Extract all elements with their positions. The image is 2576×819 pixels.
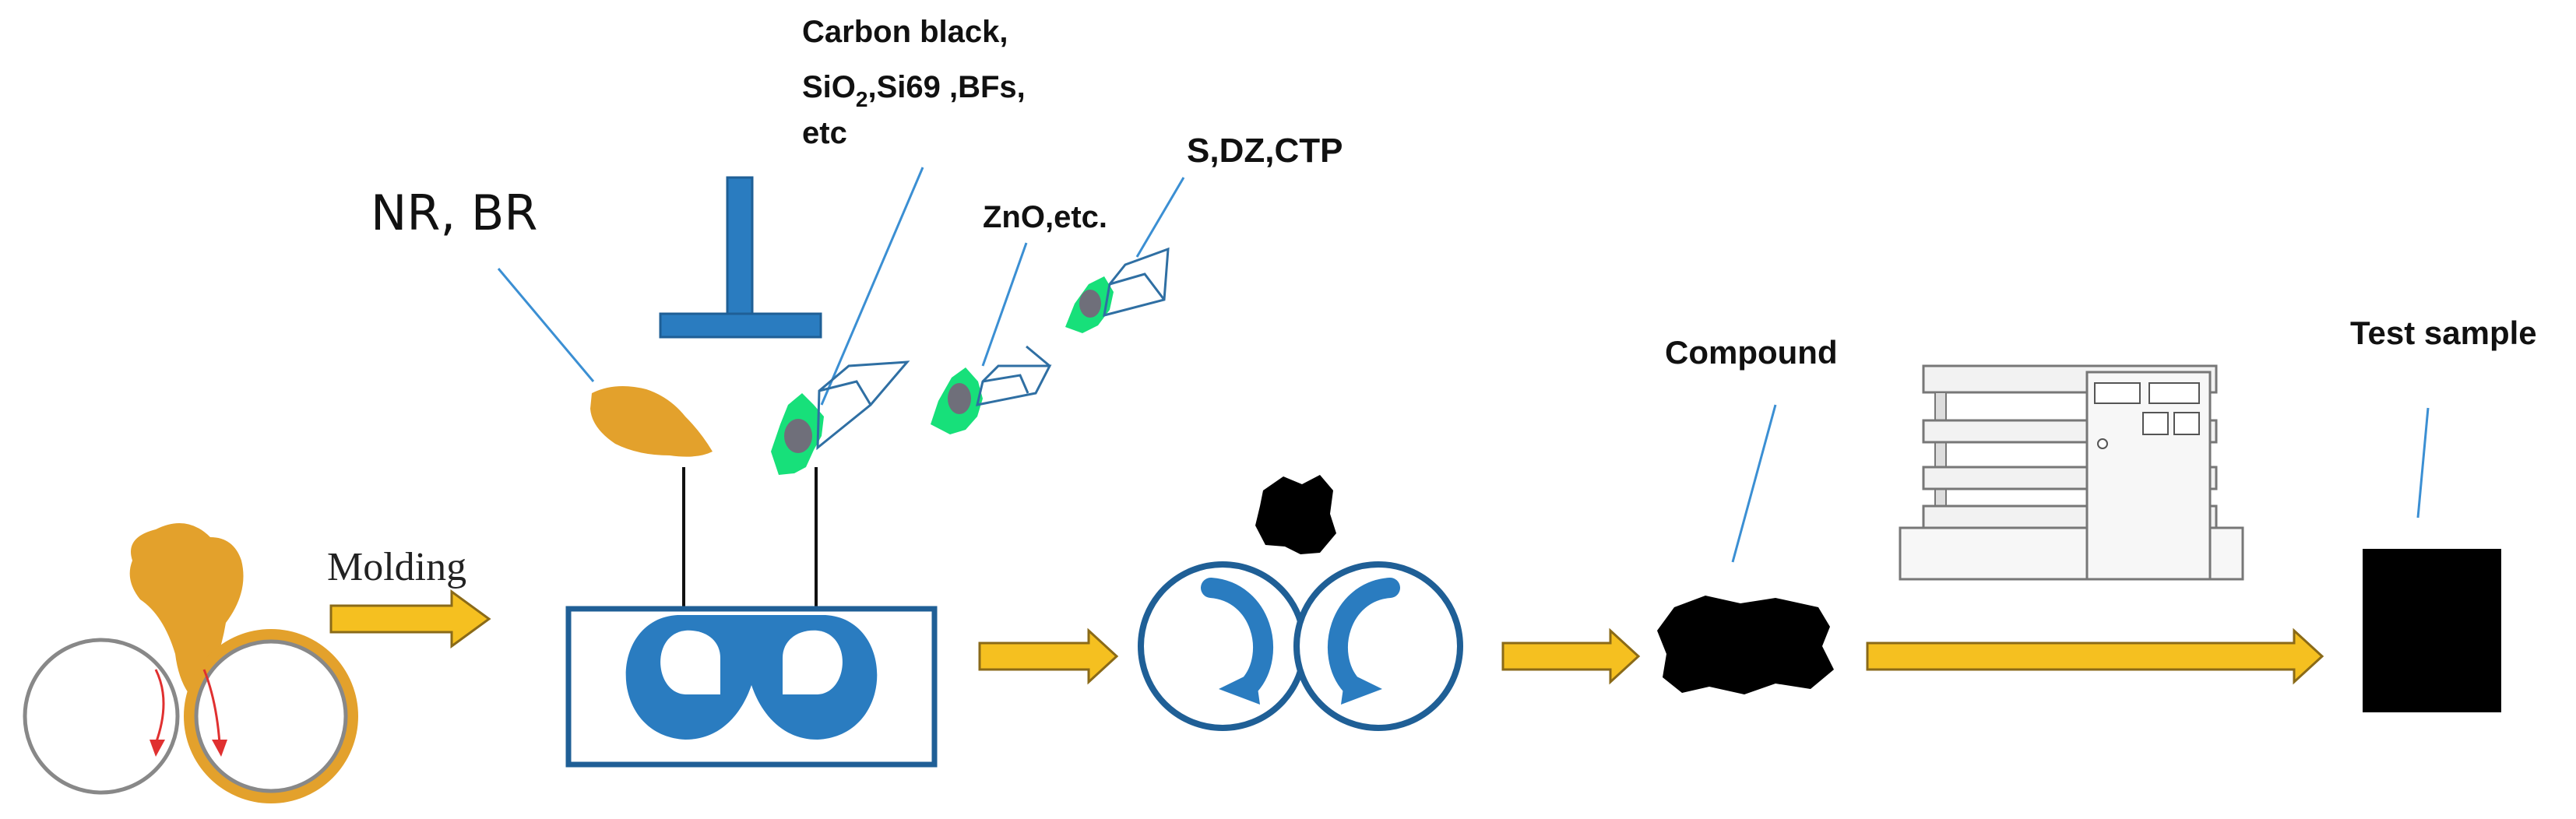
- ram-rod: [726, 176, 754, 319]
- paper-bag-icon: [816, 360, 910, 451]
- zno-leader: [981, 242, 1028, 367]
- press-dial-1: [2142, 412, 2169, 435]
- ram-piston-icon: [659, 176, 822, 339]
- right-rotor: [1293, 561, 1463, 731]
- curatives-bag-flap: [1109, 272, 1166, 301]
- nr-br-leader: [497, 268, 595, 382]
- hot-press-machine-icon: [1899, 364, 2244, 581]
- test-sample-block: [2363, 549, 2501, 712]
- right-roll: [194, 639, 348, 793]
- filler-label-line3: etc: [802, 116, 847, 150]
- curatives-leader: [1135, 177, 1185, 258]
- filler-label: Carbon black, SiO2,Si69 ,BFs, etc: [802, 15, 1026, 150]
- right-rotation-arrowhead: [212, 740, 227, 757]
- zno-bag-edge: [1026, 345, 1050, 367]
- press-knob: [2097, 438, 2108, 449]
- arrow-to-rotors: [978, 627, 1119, 685]
- press-control-cabinet: [2085, 371, 2212, 581]
- arrow-to-test-sample: [1866, 627, 2324, 685]
- curatives-powder-gray: [1079, 290, 1101, 318]
- compound-blob: [1657, 596, 1834, 694]
- left-rotor-curve: [1201, 578, 1274, 695]
- filler-label-line1: Carbon black,: [802, 15, 1008, 49]
- filler-bag: [816, 360, 910, 451]
- internal-mixer-icon: [565, 176, 938, 768]
- right-rotor-arrowhead: [1341, 671, 1382, 705]
- right-roll-rotation-arrow: [202, 669, 221, 744]
- molding-arrow: [329, 589, 491, 649]
- arrow-to-compound: [1501, 627, 1641, 685]
- zno-label: ZnO,etc.: [983, 200, 1107, 234]
- filler-bag-flap: [818, 380, 872, 406]
- right-rotor-slot: [783, 630, 843, 694]
- left-roll: [23, 638, 180, 795]
- compound-leader: [1731, 404, 1777, 563]
- nr-br-rubber-piece: [590, 386, 713, 457]
- molding-label: Molding: [327, 545, 466, 589]
- press-column-left: [1934, 392, 1947, 518]
- press-dial-2: [2173, 412, 2200, 435]
- si69-bfs-text: ,Si69 ,BFs,: [867, 70, 1025, 104]
- two-roll-mill-icon: [23, 523, 358, 803]
- left-rotor-arrowhead: [1219, 671, 1260, 705]
- zno-bag-icon: [976, 345, 1052, 406]
- filler-label-line2: SiO2,Si69 ,BFs,: [802, 70, 1026, 111]
- curatives-label: S,DZ,CTP: [1187, 132, 1343, 170]
- compound-label: Compound: [1665, 334, 1838, 371]
- counter-rotating-rotors-icon: [1138, 475, 1463, 731]
- test-sample-label: Test sample: [2350, 315, 2537, 351]
- filler-powder-gray: [784, 419, 812, 453]
- powder-pile-icon: [771, 393, 824, 475]
- test-sample-leader: [2416, 407, 2430, 518]
- filler-leader: [820, 167, 924, 406]
- zno-bag-flap: [982, 374, 1029, 394]
- left-rotor-slot: [660, 630, 720, 694]
- batch-blob: [1255, 475, 1336, 554]
- right-rotor-curve: [1327, 578, 1400, 695]
- zno-powder-gray: [948, 383, 971, 414]
- left-rotation-arrowhead: [150, 740, 165, 757]
- sio-subscript: 2: [856, 87, 868, 111]
- curatives-bag: [1103, 247, 1170, 318]
- ram-head: [659, 312, 822, 339]
- press-display-2: [2148, 382, 2200, 404]
- curatives-powder-icon: [1065, 276, 1114, 333]
- zno-powder-icon: [931, 367, 983, 434]
- nr-br-label: NR, BR: [371, 185, 538, 241]
- left-roll-rotation-arrow: [154, 669, 165, 744]
- sio-text: SiO: [802, 70, 856, 104]
- curatives-bag-icon: [1103, 247, 1170, 318]
- zno-bag: [976, 364, 1052, 406]
- press-display-1: [2094, 382, 2141, 404]
